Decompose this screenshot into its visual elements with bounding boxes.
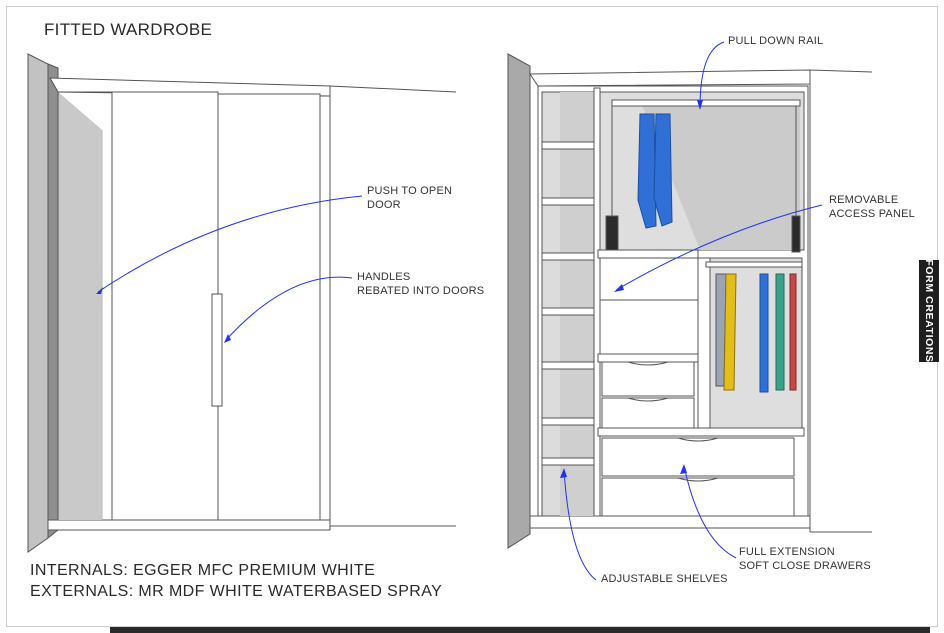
open-wardrobe — [507, 53, 873, 549]
left-wall-return — [27, 53, 49, 553]
shelf — [541, 252, 595, 261]
garment — [723, 273, 737, 391]
shelf — [541, 417, 595, 426]
rebated-handle — [211, 293, 223, 407]
drawer — [601, 477, 795, 517]
label-handles: HANDLES REBATED INTO DOORS — [357, 270, 484, 298]
pull-down-rail — [611, 99, 801, 107]
leader-removable-panel — [615, 204, 823, 291]
spec-internals: INTERNALS: EGGER MFC PREMIUM WHITE — [30, 562, 376, 579]
label-line: REMOVABLE — [829, 194, 899, 206]
leader-lines — [96, 41, 823, 581]
label-line: FULL EXTENSION — [739, 546, 835, 558]
label-pull-down-rail: PULL DOWN RAIL — [728, 34, 823, 48]
label-adjustable-shelves: ADJUSTABLE SHELVES — [601, 572, 728, 586]
label-removable-panel: REMOVABLE ACCESS PANEL — [829, 193, 915, 221]
rail-mechanism-right — [791, 215, 801, 253]
drawer — [601, 361, 695, 397]
garment — [653, 113, 673, 227]
door-left — [111, 91, 219, 521]
leader-pull-down-rail — [699, 41, 725, 109]
closed-wardrobe — [27, 53, 457, 553]
shelf — [541, 457, 595, 466]
label-line: DOOR — [367, 199, 401, 211]
garment — [789, 273, 797, 391]
label-line: ACCESS PANEL — [829, 208, 915, 220]
brand-tab: FORM CREATIONS — [919, 259, 939, 363]
label-line: PULL DOWN RAIL — [728, 35, 824, 47]
garment — [775, 273, 785, 391]
shelf — [541, 307, 595, 316]
label-line: PUSH TO OPEN — [367, 185, 453, 197]
drawer — [601, 437, 795, 477]
leader-adjustable-shelves — [563, 469, 597, 581]
removable-access-panel — [599, 257, 699, 355]
label-line: SOFT CLOSE DRAWERS — [739, 560, 871, 572]
drawer — [601, 397, 695, 433]
label-line: HANDLES — [357, 271, 411, 283]
shelf — [541, 361, 595, 370]
brand-label: FORM CREATIONS — [923, 259, 935, 363]
garment — [759, 273, 769, 393]
label-full-extension: FULL EXTENSION SOFT CLOSE DRAWERS — [739, 545, 871, 573]
rail-mechanism-left — [605, 215, 619, 253]
shelf — [541, 197, 595, 206]
label-push-to-open: PUSH TO OPEN DOOR — [367, 184, 452, 212]
spec-externals: EXTERNALS: MR MDF WHITE WATERBASED SPRAY — [30, 583, 443, 600]
door-right — [217, 93, 321, 521]
leader-push-to-open — [97, 195, 363, 293]
garment — [637, 113, 657, 229]
label-line: REBATED INTO DOORS — [357, 285, 485, 297]
drawing-title: FITTED WARDROBE — [44, 20, 213, 39]
leader-handles — [225, 276, 353, 341]
hanging-rail — [705, 261, 803, 268]
leader-full-extension — [683, 465, 737, 559]
shelf — [541, 141, 595, 150]
bottom-bar — [110, 627, 930, 633]
label-line: ADJUSTABLE SHELVES — [601, 573, 728, 585]
